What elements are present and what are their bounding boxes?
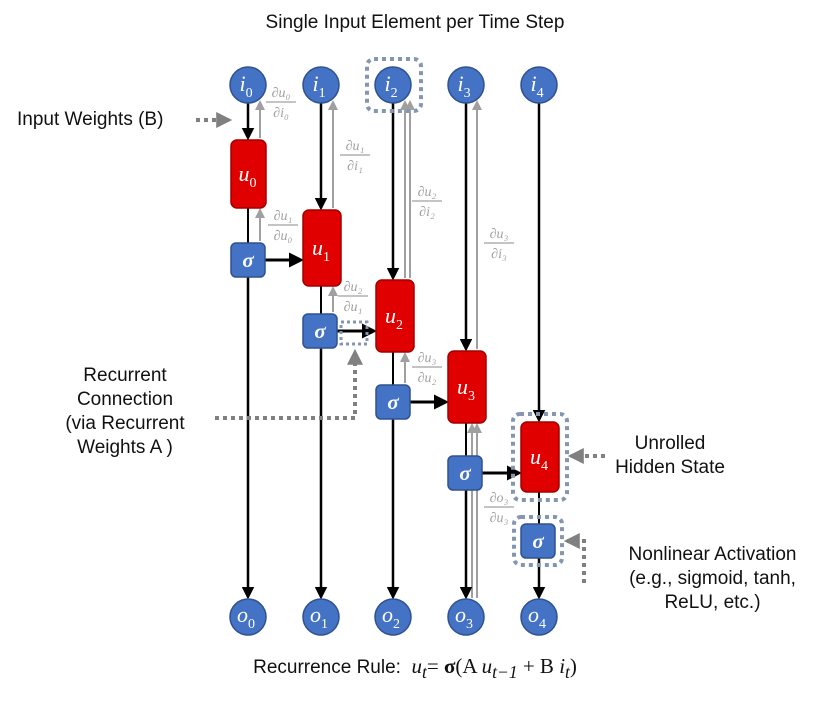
highlight-box-hidden — [511, 412, 569, 502]
nonlinear-line-3: ReLU, etc.) — [664, 592, 761, 613]
input-label-1: i1 — [312, 71, 325, 101]
gradient-denominator-7: ∂u₃ — [490, 511, 509, 526]
recurrent-line-1: Recurrent — [83, 365, 167, 386]
sigma-box-3 — [447, 455, 483, 491]
nonlinear-line-2: (e.g., sigmoid, tanh, — [629, 568, 796, 589]
output-label-1: o1 — [310, 602, 328, 632]
hidden-state-0 — [230, 139, 267, 209]
rule-lhs: u — [411, 654, 423, 678]
input-node-3 — [447, 66, 485, 104]
sigma-label-1: σ — [314, 319, 326, 343]
input-node-0 — [229, 66, 267, 104]
input-label-0: i0 — [239, 71, 252, 101]
gradient-numerator-4: ∂u₂ — [344, 280, 363, 295]
pointer-nonlinear — [563, 533, 586, 583]
output-node-4 — [520, 598, 558, 636]
rule-i: i — [559, 654, 566, 678]
sigma-box-2 — [375, 384, 411, 420]
rule-formula: ut= σ(A ut−1 + B it) — [411, 654, 577, 682]
hidden-label-0: u0 — [239, 161, 257, 191]
gradient-denominator-5: ∂i₃ — [491, 247, 507, 262]
output-label-4: o4 — [528, 602, 546, 632]
gradient-numerator-5: ∂u₃ — [490, 227, 509, 242]
rule-i-sub: t — [565, 662, 570, 683]
rule-sigma: σ — [443, 654, 456, 678]
output-node-0 — [229, 598, 267, 636]
rule-open: (A — [455, 654, 482, 678]
sigma-label-3: σ — [459, 461, 471, 485]
input-node-2 — [374, 66, 412, 104]
sigma-label-4: σ — [532, 529, 544, 553]
hidden-label-2: u2 — [385, 303, 403, 333]
sigma-label-0: σ — [242, 248, 254, 272]
output-label-2: o2 — [382, 602, 400, 632]
unrolled-hidden-state-label: Unrolled Hidden State — [610, 432, 730, 480]
rule-mid: + B — [517, 654, 560, 678]
gradient-numerator-3: ∂u₂ — [418, 185, 437, 200]
pointer-recurrent — [215, 348, 363, 420]
highlight-box-recurrent — [339, 320, 369, 346]
highlight-box-sigma — [512, 515, 564, 567]
sigma-box-1 — [302, 313, 338, 349]
unrolled-line-2: Hidden State — [615, 457, 725, 478]
hidden-state-1 — [302, 209, 342, 287]
recurrence-rule: Recurrence Rule: ut= σ(A ut−1 + B it) — [0, 654, 830, 684]
rule-lhs-sub: t — [422, 662, 427, 683]
diagram-title: Single Input Element per Time Step — [265, 12, 565, 33]
unrolled-line-1: Unrolled — [634, 433, 706, 454]
input-label-2: i2 — [384, 71, 397, 101]
gradient-numerator-7: ∂o₃ — [490, 491, 509, 506]
input-node-4 — [520, 66, 558, 104]
input-label-4: i4 — [530, 71, 543, 101]
hidden-label-4: u4 — [530, 444, 548, 474]
recurrent-connection-label: Recurrent Connection (via Recurrent Weig… — [40, 364, 210, 460]
hidden-state-3 — [447, 350, 487, 424]
recurrent-line-2: Connection — [76, 389, 174, 410]
rule-u-sub: t−1 — [492, 662, 518, 683]
highlight-box-input — [365, 57, 423, 113]
gradient-denominator-4: ∂u₁ — [344, 300, 363, 315]
input-node-1 — [302, 66, 340, 104]
gradient-numerator-6: ∂u₃ — [418, 351, 437, 366]
rule-close: ) — [569, 654, 577, 678]
gradient-denominator-3: ∂i₂ — [419, 205, 435, 220]
hidden-state-2 — [375, 279, 415, 353]
input-label-3: i3 — [457, 71, 470, 101]
sigma-box-0 — [230, 242, 266, 278]
rule-equals: = — [426, 654, 439, 678]
output-label-3: o3 — [455, 602, 473, 632]
nonlinear-line-1: Nonlinear Activation — [628, 544, 797, 565]
gradient-denominator-2: ∂u₀ — [274, 229, 293, 244]
output-label-0: o0 — [237, 602, 255, 632]
recurrent-line-4: Weights A ) — [77, 437, 173, 458]
gradient-denominator-0: ∂i₀ — [273, 106, 289, 121]
output-node-1 — [302, 598, 340, 636]
sigma-box-4 — [520, 523, 556, 559]
output-node-2 — [374, 598, 412, 636]
gradient-numerator-2: ∂u₁ — [274, 209, 293, 224]
output-node-3 — [447, 598, 485, 636]
input-weights-label: Input Weights (B) — [17, 109, 164, 130]
gradient-denominator-1: ∂i₁ — [347, 159, 363, 174]
recurrent-line-3: (via Recurrent — [65, 413, 185, 434]
gradient-denominator-6: ∂u₂ — [418, 371, 437, 386]
rule-prefix: Recurrence Rule: — [253, 657, 401, 678]
rule-u: u — [481, 654, 493, 678]
hidden-label-3: u3 — [457, 374, 475, 404]
hidden-label-1: u1 — [312, 235, 330, 265]
gradient-numerator-1: ∂u₁ — [346, 139, 365, 154]
gradient-numerator-0: ∂u₀ — [272, 86, 291, 101]
nonlinear-activation-label: Nonlinear Activation (e.g., sigmoid, tan… — [605, 543, 820, 615]
hidden-state-4 — [520, 421, 560, 493]
sigma-label-2: σ — [387, 390, 399, 414]
